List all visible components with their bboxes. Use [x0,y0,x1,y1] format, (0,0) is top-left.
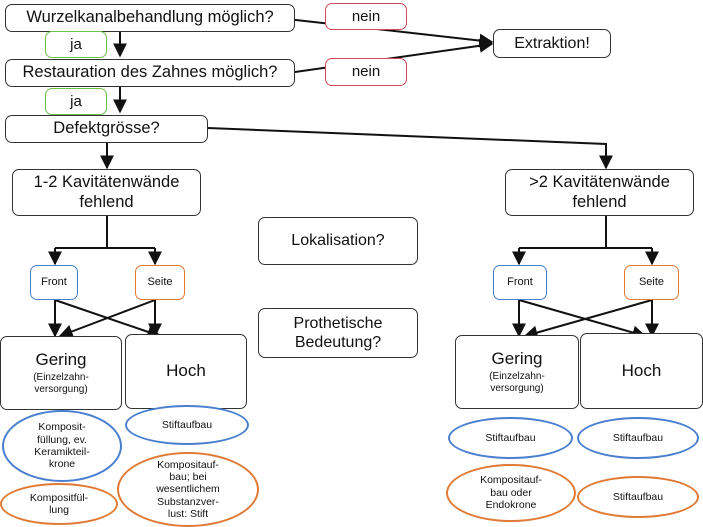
localisation-text: Lokalisation? [291,232,385,250]
left-low-blue-text: Komposit- füllung, ev. Keramikteil- kron… [34,421,90,471]
question-restoration-text: Restauration des Zahnes möglich? [22,63,278,82]
question-root-canal: Wurzelkanalbehandlung möglich? [5,4,295,32]
answer-no-restoration-text: nein [351,63,381,80]
defect-size-box: Defektgrösse? [5,115,208,143]
question-restoration: Restauration des Zahnes möglich? [5,59,295,87]
answer-no-restoration: nein [325,58,407,86]
right-cavity-text: >2 Kavitätenwände fehlend [529,172,670,211]
question-root-canal-text: Wurzelkanalbehandlung möglich? [26,8,274,27]
right-high-blue-text: Stiftaufbau [612,431,664,444]
left-high-blue-text: Stiftaufbau [161,418,213,431]
right-front-text: Front [507,275,533,288]
left-low-blue-option: Komposit- füllung, ev. Keramikteil- kron… [2,410,122,482]
right-low-orange-text: Kompositauf- bau oder Endokrone [480,474,542,512]
right-high-orange-text: Stiftaufbau [612,490,664,503]
answer-no-root-canal-text: nein [351,7,381,25]
right-high-text: Hoch [621,360,662,380]
answer-yes-root-canal-text: ja [70,35,82,53]
answer-yes-restoration: ja [45,88,107,115]
prosthetic-box: Prothetische Bedeutung? [258,308,418,358]
right-side-box: Seite [624,265,679,300]
left-side-box: Seite [135,265,185,300]
right-high-orange-option: Stiftaufbau [577,476,699,518]
answer-yes-restoration-text: ja [70,92,82,110]
right-low-blue-option: Stiftaufbau [448,417,573,459]
left-cavity-text: 1-2 Kavitätenwände fehlend [33,172,180,211]
left-low-orange-option: Kompositfül- lung [0,483,118,525]
right-high-box: Hoch [580,333,703,409]
prosthetic-text: Prothetische Bedeutung? [293,314,383,351]
left-cavity-box: 1-2 Kavitätenwände fehlend [12,169,201,216]
right-low-box: Gering (Einzelzahn- versorgung) [455,335,579,409]
left-high-orange-text: Kompositauf- bau; bei wesentlichem Subst… [156,458,220,521]
left-low-box: Gering (Einzelzahn- versorgung) [0,336,122,410]
localisation-box: Lokalisation? [258,217,418,265]
answer-yes-root-canal: ja [45,31,107,58]
defect-size-text: Defektgrösse? [53,119,160,138]
left-high-orange-option: Kompositauf- bau; bei wesentlichem Subst… [117,452,259,527]
left-high-text: Hoch [166,361,206,381]
left-low-title: Gering [35,349,87,369]
right-low-sub: (Einzelzahn- versorgung) [489,371,545,395]
left-low-orange-text: Kompositfül- lung [29,491,89,516]
left-front-box: Front [30,265,78,300]
left-high-blue-option: Stiftaufbau [125,405,249,445]
answer-no-root-canal: nein [325,3,407,30]
right-front-box: Front [493,265,547,300]
left-low-sub: (Einzelzahn- versorgung) [33,372,89,396]
extraction-box: Extraktion! [493,29,611,58]
left-side-text: Seite [147,275,173,288]
right-low-blue-text: Stiftaufbau [485,431,536,444]
right-low-title: Gering [491,348,543,368]
right-cavity-box: >2 Kavitätenwände fehlend [505,169,694,216]
extraction-text: Extraktion! [514,34,590,52]
left-high-box: Hoch [125,334,247,409]
right-high-blue-option: Stiftaufbau [577,417,699,459]
left-front-text: Front [41,275,67,288]
right-side-text: Seite [638,275,665,288]
right-low-orange-option: Kompositauf- bau oder Endokrone [446,464,576,522]
